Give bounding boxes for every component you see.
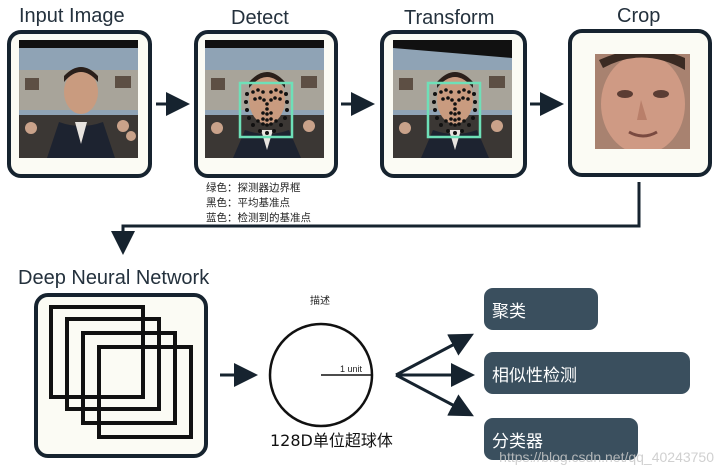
detector-landmark-box-icon — [238, 81, 294, 139]
stage-title-input-image: Input Image — [19, 5, 125, 27]
landmark-legend: 绿色：探测器边界框 黑色：平均基准点 蓝色：检测到的基准点 — [206, 181, 311, 226]
transformed-landmark-box-icon — [426, 81, 482, 139]
legend-blue: 蓝色：检测到的基准点 — [206, 212, 311, 224]
legend-green: 绿色：探测器边界框 — [206, 182, 301, 194]
watermark: https://blog.csdn.net/qq_40243750 — [499, 449, 714, 465]
unit-radius-label: 1 unit — [340, 364, 363, 374]
cropped-face-photo-icon — [595, 54, 690, 149]
output-classifier: 分类器 — [484, 418, 638, 460]
output-similarity-detection: 相似性检测 — [484, 352, 690, 394]
hypersphere-caption: 128D单位超球体 — [270, 431, 393, 450]
dnn-title: Deep Neural Network — [18, 267, 210, 289]
legend-black: 黑色：平均基准点 — [206, 197, 290, 209]
stage-title-detect: Detect — [231, 7, 289, 29]
stage-title-crop: Crop — [617, 5, 661, 27]
descriptor-label: 描述 — [310, 296, 330, 307]
hypersphere-icon — [268, 322, 374, 428]
stacked-layers-icon — [49, 305, 193, 439]
input-face-photo-icon — [19, 40, 138, 158]
stage-title-transform: Transform — [404, 7, 495, 29]
output-clustering: 聚类 — [484, 288, 598, 330]
